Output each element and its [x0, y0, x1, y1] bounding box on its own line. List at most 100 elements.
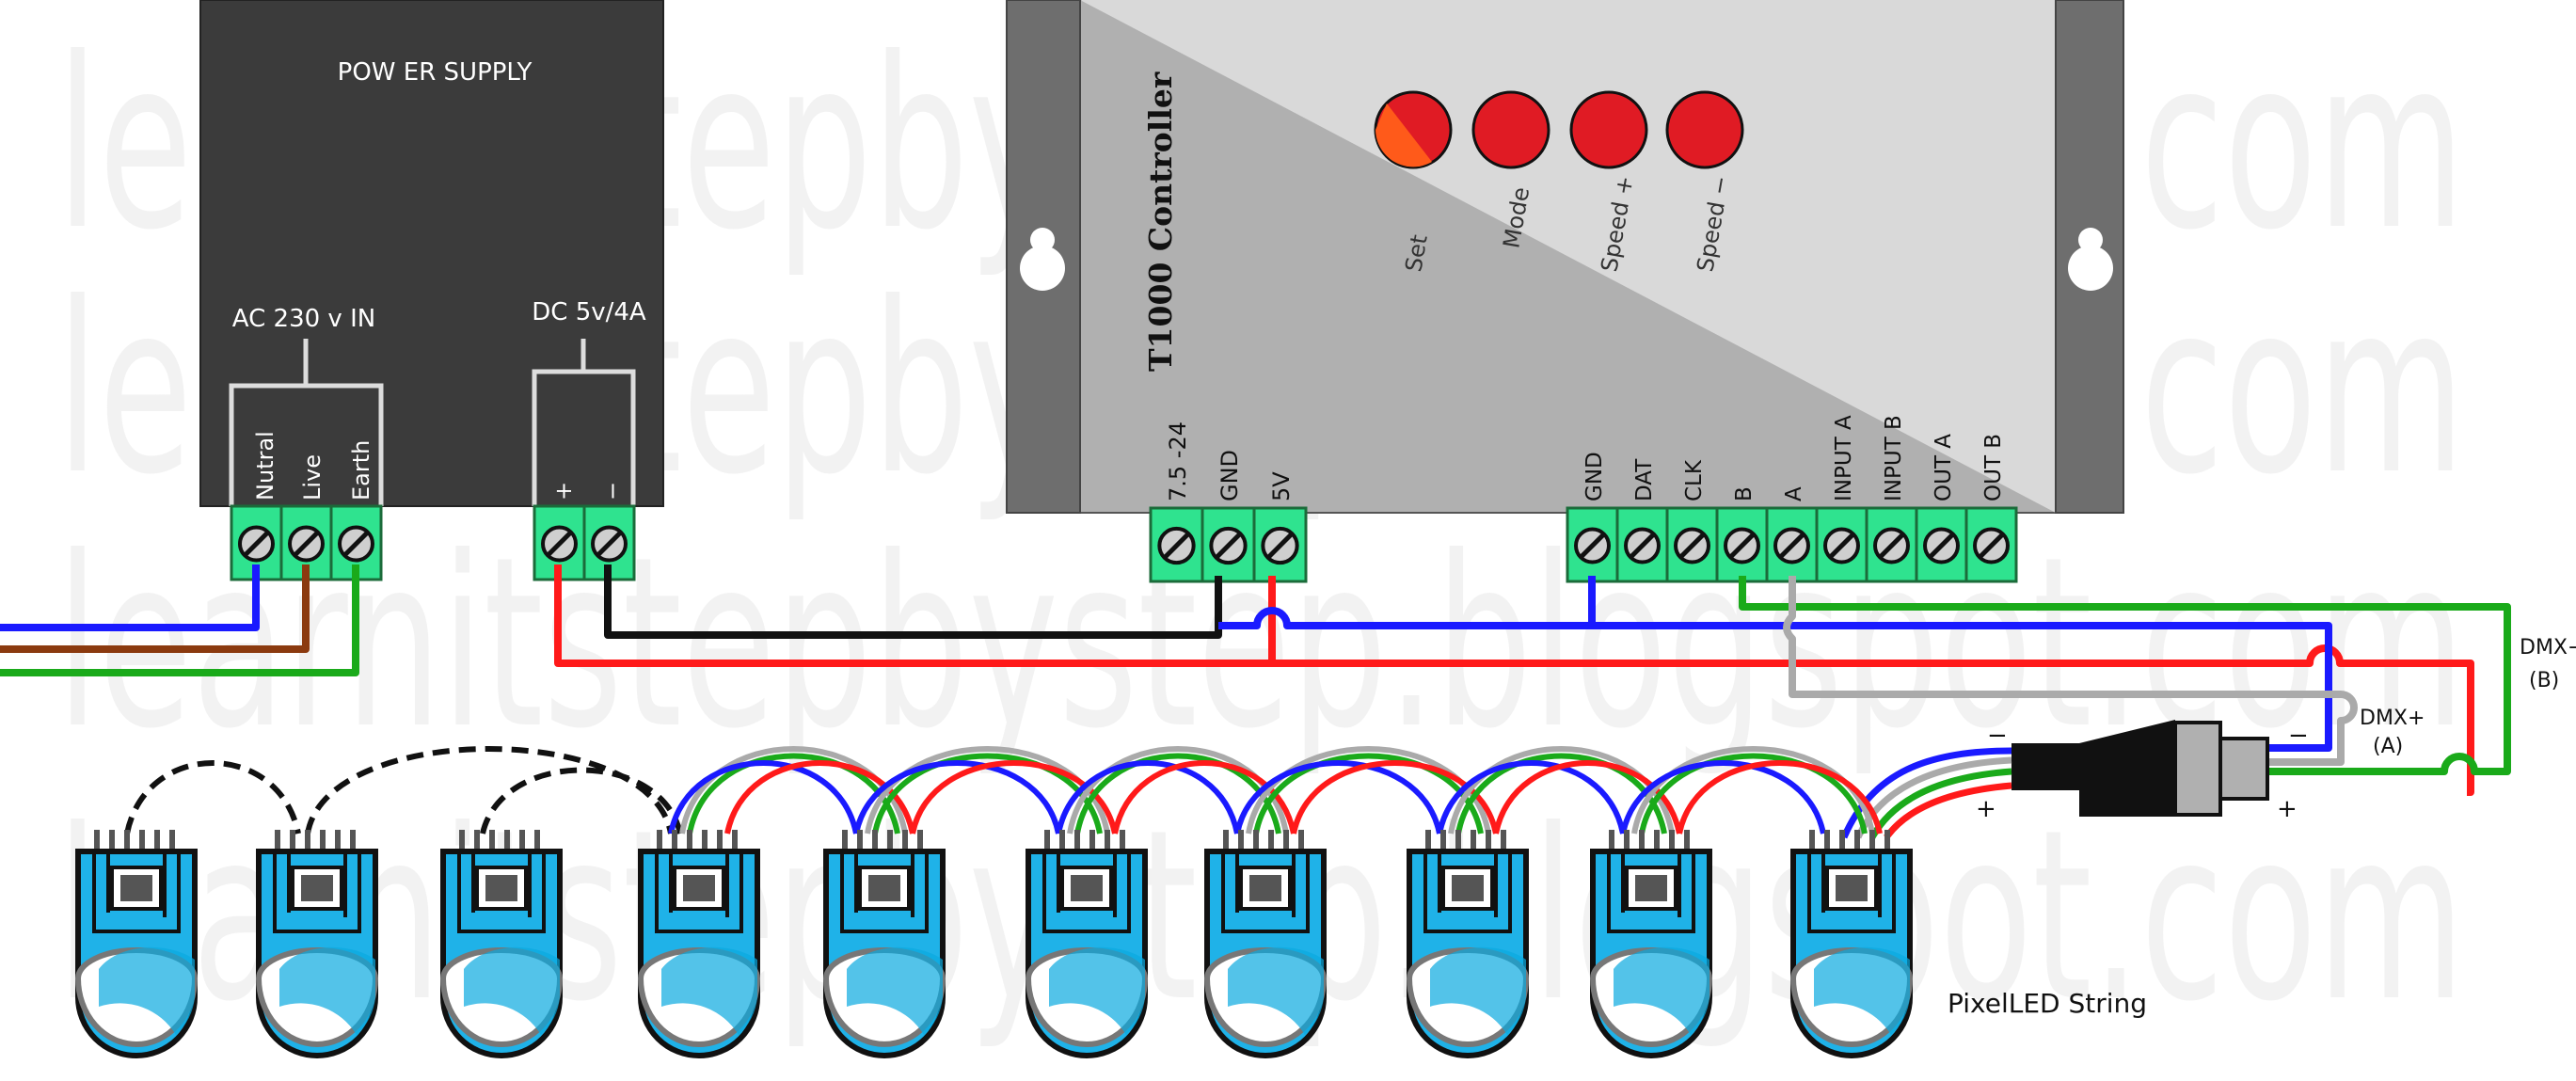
link-red-4: [910, 760, 1118, 835]
pixel-led-7: [1203, 830, 1328, 1058]
connector-tip: [2218, 737, 2269, 801]
controller-highlight: [1080, 0, 2056, 513]
wire-dc-minus-black: [604, 564, 1222, 639]
mount-hole-right: [2068, 228, 2113, 291]
link-gray-3: [679, 746, 908, 835]
terminal-label-nutral: Nutral: [252, 431, 278, 501]
controller-button-1: Set: [1374, 90, 1453, 274]
dmx-minus-sub: (B): [2529, 669, 2559, 692]
pixel-string-label: PixelLED String: [1948, 988, 2147, 1019]
link-red-6: [1291, 760, 1499, 835]
connector-body-black: [2012, 743, 2079, 790]
controller-power-label-3: 5V: [1268, 471, 1295, 501]
wires: [0, 564, 2511, 796]
link-red-7: [1493, 760, 1682, 835]
wire-b-green: [1739, 576, 2511, 775]
controller-signal-terminal-2: [1615, 506, 1669, 583]
connector-left-minus: −: [1987, 722, 2008, 750]
controller-signal-label-5: A: [1782, 486, 1806, 501]
wire-live-brown: [0, 564, 310, 653]
dmx-minus-label: DMX−: [2520, 636, 2576, 660]
power-supply: POW ER SUPPLY AC 230 v IN DC 5v/4A Nutra…: [199, 0, 664, 581]
link-blue-7: [1437, 760, 1626, 835]
pixel-led-6: [1025, 830, 1149, 1058]
link-green-8: [1639, 753, 1868, 835]
mount-hole-left: [1020, 228, 1065, 291]
terminal-label-dc-plus: +: [550, 482, 577, 501]
terminal-label-dc-minus: −: [599, 482, 626, 501]
controller-signal-terminal-3: [1665, 506, 1719, 583]
controller-signal-label-2: DAT: [1632, 458, 1657, 501]
controller-signal-terminal-4: [1715, 506, 1769, 583]
input-wire-red: [1884, 782, 2012, 840]
controller-signal-terminal-7: [1865, 506, 1918, 583]
wire-a-gray: [1783, 576, 2358, 766]
controller-signal-label-9: OUT B: [1981, 434, 2006, 501]
link-red-8: [1677, 760, 1883, 835]
controller-signal-label-6: INPUT A: [1832, 415, 1856, 501]
terminal-label-live: Live: [299, 454, 326, 501]
dmx-connector: − + − + DMX− (B) DMX+ (A): [1976, 636, 2576, 823]
controller-power-label-2: GND: [1216, 450, 1243, 501]
dc-bracket: [532, 339, 636, 506]
connector-sleeve: [2173, 721, 2222, 817]
connector-left-plus: +: [1976, 795, 1996, 823]
ac-input-label: AC 230 v IN: [232, 305, 375, 333]
wire-gnd-blue: [1218, 576, 2332, 752]
dashed-link-2: [305, 746, 674, 835]
controller-signal-label-3: CLK: [1682, 459, 1707, 501]
controller-signal-terminal-5: [1765, 506, 1819, 583]
link-gray-5: [1067, 746, 1289, 835]
power-supply-title: POW ER SUPPLY: [338, 58, 533, 87]
controller-button-label-1: Set: [1400, 232, 1432, 274]
controller-power-terminal-2: [1201, 506, 1256, 583]
ac-bracket: [229, 339, 384, 506]
wire-neutral-blue: [0, 564, 260, 631]
link-red-3: [724, 760, 915, 835]
controller-signal-terminal-9: [1964, 506, 2018, 583]
power-supply-body: [199, 0, 664, 507]
link-gray-7: [1448, 746, 1675, 835]
link-blue-8: [1620, 760, 1826, 835]
connector-right-plus: +: [2277, 795, 2298, 823]
controller-signal-label-4: B: [1732, 486, 1757, 501]
dashed-link-1: [124, 760, 301, 835]
controller-power-label-1: 7.5 -24: [1165, 421, 1191, 501]
controller-signal-label-7: INPUT B: [1882, 415, 1906, 501]
dc-terminal-2: [582, 504, 636, 581]
controller-power-terminal-3: [1252, 506, 1308, 583]
pixel-led-1: [74, 830, 199, 1058]
terminal-label-earth: Earth: [348, 440, 374, 501]
controller-signal-label-8: OUT A: [1932, 434, 1956, 501]
pixel-led-4: [637, 830, 761, 1058]
controller-signal-terminal-6: [1815, 506, 1868, 583]
dmx-plus-label: DMX+: [2360, 707, 2425, 730]
dc-output-label: DC 5v/4A: [532, 298, 646, 326]
link-blue-6: [1234, 760, 1442, 835]
controller-power-terminal-block: [1149, 506, 1308, 583]
link-blue-5: [1056, 760, 1240, 835]
pixel-led-9: [1589, 830, 1713, 1058]
pixel-led-5: [822, 830, 946, 1058]
connector-cone: [2079, 720, 2175, 817]
pixel-led-3: [439, 830, 564, 1058]
dmx-plus-sub: (A): [2373, 735, 2403, 758]
controller-title: T1000 Controller: [1142, 72, 1179, 372]
input-wire-blue: [1840, 747, 2012, 839]
controller-signal-terminal-1: [1566, 506, 1619, 583]
link-blue-3: [668, 760, 859, 835]
connector-right-minus: −: [2288, 722, 2309, 750]
input-wire-green: [1868, 768, 2012, 839]
dc-terminal-block: [533, 504, 636, 581]
pixel-led-2: [255, 830, 379, 1058]
controller-signal-terminal-8: [1915, 506, 1968, 583]
pixel-string-wires: [124, 746, 1883, 835]
pixel-led-10: [1789, 830, 1914, 1058]
controller-power-terminal-1: [1149, 506, 1204, 583]
dashed-link-3: [480, 767, 683, 835]
controller-signal-label-1: GND: [1582, 452, 1607, 501]
pixel-led-8: [1406, 830, 1530, 1058]
wire-earth-green: [0, 564, 359, 676]
